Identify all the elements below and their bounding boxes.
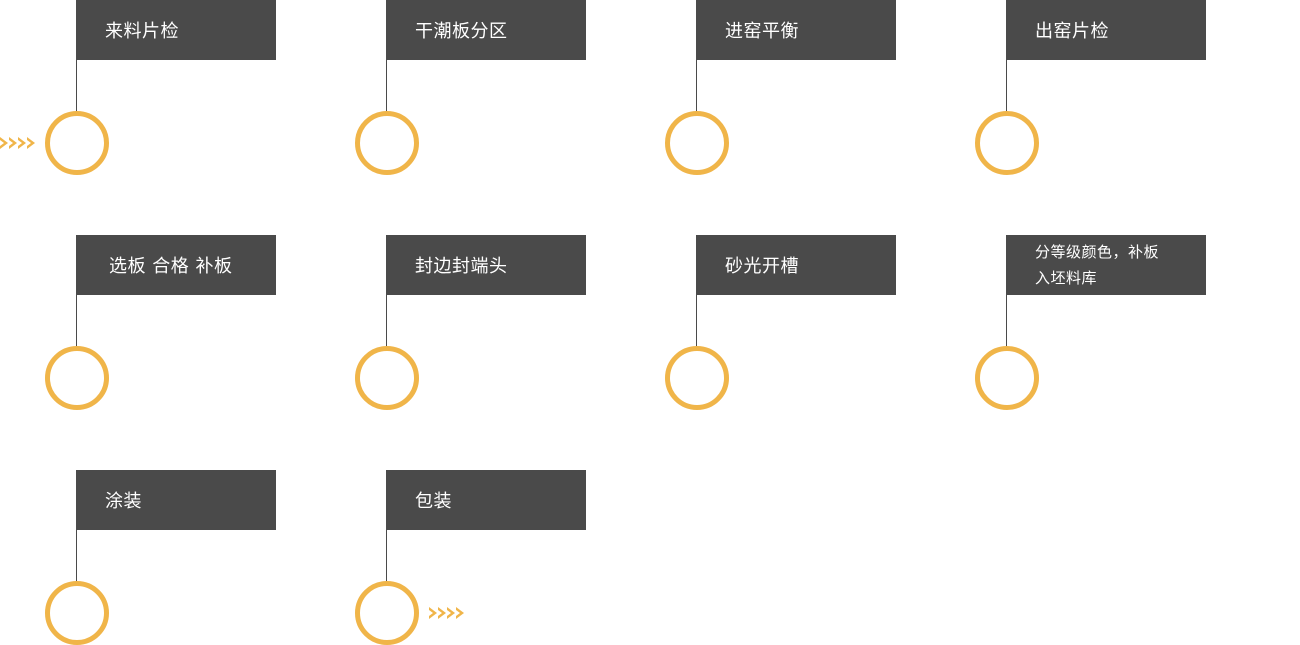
start-arrows-icon xyxy=(0,137,35,149)
step-connector-line xyxy=(76,295,77,347)
ring-icon xyxy=(355,581,419,645)
step-4: 出窑片检 xyxy=(975,0,1215,175)
step-6: 封边封端头 xyxy=(355,235,595,410)
step-label-box: 来料片检 xyxy=(76,0,276,60)
step-label: 干潮板分区 xyxy=(415,21,508,42)
step-connector-line xyxy=(696,60,697,112)
ring-icon xyxy=(975,346,1039,410)
step-7: 砂光开槽 xyxy=(665,235,905,410)
ring-icon xyxy=(45,346,109,410)
step-connector-line xyxy=(386,530,387,582)
step-10: 包装 xyxy=(355,470,595,645)
step-2: 干潮板分区 xyxy=(355,0,595,175)
step-label-box: 封边封端头 xyxy=(386,235,586,295)
step-label: 涂装 xyxy=(105,491,142,512)
step-label: 选板 合格 补板 xyxy=(109,256,233,277)
step-label: 出窑片检 xyxy=(1035,21,1109,42)
step-label-box: 包装 xyxy=(386,470,586,530)
ring-icon xyxy=(355,111,419,175)
step-label: 分等级颜色，补板 入坯料库 xyxy=(1035,243,1160,287)
step-label: 封边封端头 xyxy=(415,256,508,277)
ring-icon xyxy=(665,346,729,410)
step-label: 砂光开槽 xyxy=(725,256,799,277)
ring-icon xyxy=(975,111,1039,175)
step-label-box: 砂光开槽 xyxy=(696,235,896,295)
step-3: 进窑平衡 xyxy=(665,0,905,175)
step-8: 分等级颜色，补板 入坯料库 xyxy=(975,235,1215,410)
step-label: 包装 xyxy=(415,491,452,512)
ring-icon xyxy=(355,346,419,410)
ring-icon xyxy=(45,581,109,645)
step-label-box: 涂装 xyxy=(76,470,276,530)
step-connector-line xyxy=(386,60,387,112)
step-label: 来料片检 xyxy=(105,21,179,42)
step-connector-line xyxy=(76,60,77,112)
step-connector-line xyxy=(76,530,77,582)
step-label-box: 出窑片检 xyxy=(1006,0,1206,60)
step-connector-line xyxy=(386,295,387,347)
step-connector-line xyxy=(1006,60,1007,112)
step-1: 来料片检 xyxy=(45,0,285,175)
step-label-box: 进窑平衡 xyxy=(696,0,896,60)
step-label-box: 分等级颜色，补板 入坯料库 xyxy=(1006,235,1206,295)
step-label: 进窑平衡 xyxy=(725,21,799,42)
step-connector-line xyxy=(696,295,697,347)
ring-icon xyxy=(45,111,109,175)
end-arrows-icon xyxy=(429,607,464,619)
ring-icon xyxy=(665,111,729,175)
step-5: 选板 合格 补板 xyxy=(45,235,285,410)
step-label-box: 干潮板分区 xyxy=(386,0,586,60)
step-label-box: 选板 合格 补板 xyxy=(76,235,276,295)
step-9: 涂装 xyxy=(45,470,285,645)
step-connector-line xyxy=(1006,295,1007,347)
